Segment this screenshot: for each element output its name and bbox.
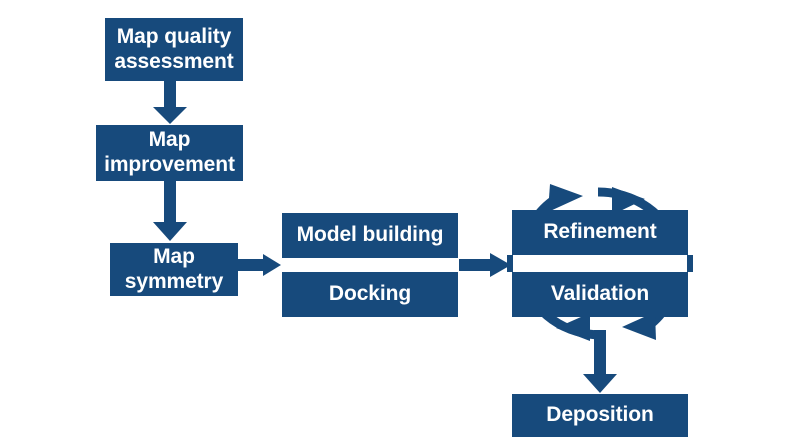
arrow-assessment-to-improvement (153, 81, 187, 124)
node-validation[interactable]: Validation (512, 272, 688, 317)
node-label-line1: Refinement (543, 220, 657, 244)
node-label-line2: symmetry (124, 269, 224, 293)
arrow-cycle-to-deposition (583, 330, 617, 393)
node-deposition[interactable]: Deposition (512, 394, 688, 437)
cycle-arrowheads (548, 184, 656, 341)
node-label-line2: assessment (114, 49, 234, 73)
arrow-improvement-to-symmetry (153, 181, 187, 241)
node-label-line1: Validation (550, 282, 650, 306)
node-label-line1: Map quality (116, 24, 232, 48)
node-map-quality-assessment[interactable]: Map quality assessment (105, 18, 243, 81)
node-map-improvement[interactable]: Map improvement (96, 125, 243, 181)
node-docking[interactable]: Docking (282, 272, 458, 317)
node-map-symmetry[interactable]: Map symmetry (110, 243, 238, 296)
node-label-line1: Docking (328, 282, 412, 306)
node-label-line2: improvement (104, 153, 235, 176)
node-label-line1: Deposition (546, 403, 654, 427)
node-label-line1: Map (148, 128, 191, 152)
node-label-line1: Model building (296, 223, 444, 247)
node-refinement[interactable]: Refinement (512, 210, 688, 255)
arrow-model-docking-to-refinement (459, 253, 511, 277)
node-model-building[interactable]: Model building (282, 213, 458, 258)
node-label-line1: Map (153, 244, 195, 268)
arrow-symmetry-to-model-docking (238, 254, 281, 276)
